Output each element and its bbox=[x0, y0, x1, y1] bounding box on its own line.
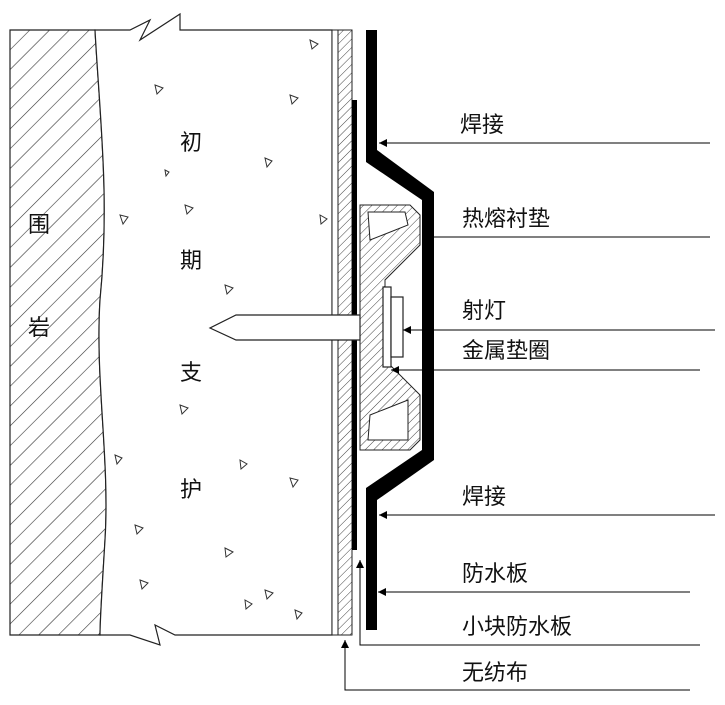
label-metal-washer: 金属垫圈 bbox=[462, 339, 550, 364]
rock-char-1: 围 bbox=[28, 213, 50, 238]
label-geotextile: 无纺布 bbox=[462, 661, 528, 686]
pad-void-top bbox=[367, 211, 409, 241]
pad-void-bottom bbox=[367, 399, 409, 441]
label-small-waterproof-board: 小块防水板 bbox=[462, 615, 572, 640]
support-char-3: 支 bbox=[180, 361, 202, 386]
aggregate-marks bbox=[114, 39, 328, 621]
surrounding-rock bbox=[9, 29, 107, 636]
label-weld-top: 焊接 bbox=[460, 113, 504, 138]
waterproof-board-bottom bbox=[366, 495, 377, 630]
shot-nail bbox=[208, 314, 361, 341]
support-char-1: 初 bbox=[180, 131, 202, 156]
label-weld-bottom: 焊接 bbox=[462, 485, 506, 510]
support-char-2: 期 bbox=[180, 249, 202, 274]
waterproof-board-top bbox=[366, 30, 377, 155]
leaders bbox=[341, 139, 715, 691]
support-char-4: 护 bbox=[180, 478, 202, 503]
label-waterproof-board: 防水板 bbox=[462, 562, 528, 587]
nail-head bbox=[390, 296, 404, 358]
rock-char-2: 岩 bbox=[28, 316, 50, 341]
label-shot-nail: 射灯 bbox=[462, 299, 506, 324]
metal-washer bbox=[382, 286, 392, 368]
label-hot-melt-pad: 热熔衬垫 bbox=[462, 207, 550, 232]
